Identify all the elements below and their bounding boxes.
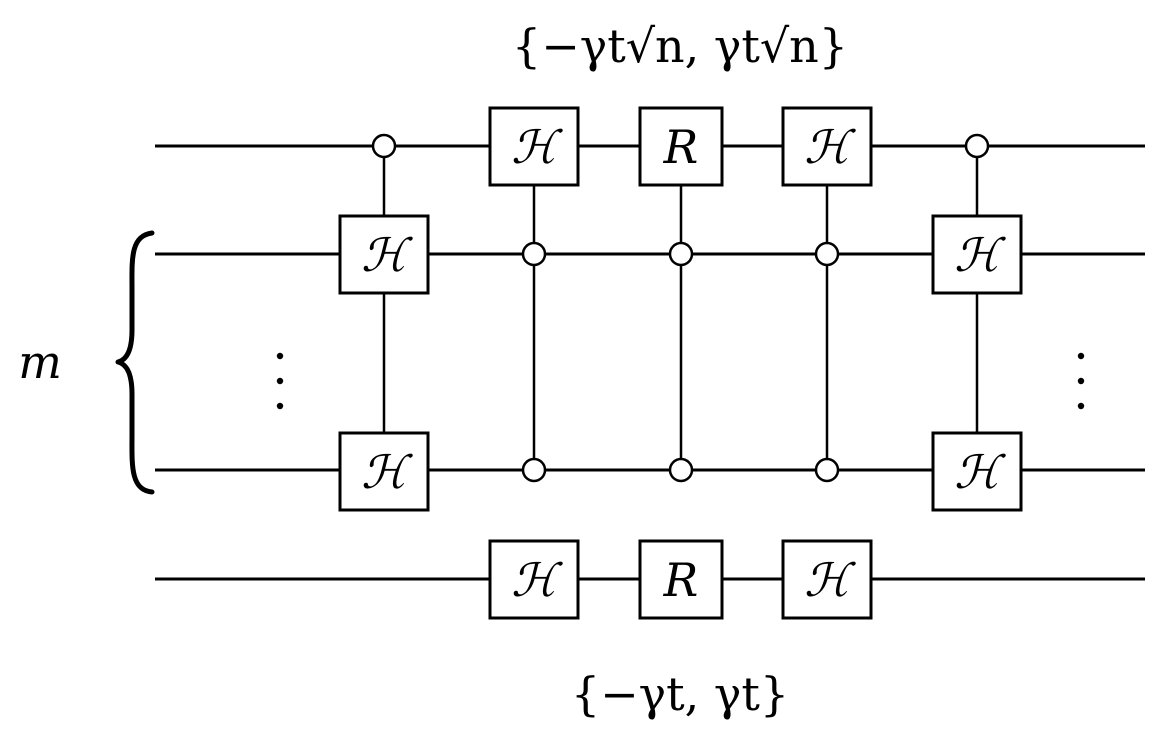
svg-text:R: R bbox=[663, 120, 699, 174]
control-dot bbox=[668, 457, 694, 483]
control-dot bbox=[521, 241, 547, 267]
bottom-set-label: {−γt, γt} bbox=[571, 667, 789, 721]
gate-h-register-last-right: ℋ bbox=[931, 431, 1023, 512]
gate-h-bottom-second: ℋ bbox=[781, 539, 873, 620]
register-brace bbox=[115, 230, 155, 495]
svg-text:ℋ: ℋ bbox=[954, 445, 1006, 499]
svg-text:ℋ: ℋ bbox=[361, 228, 413, 282]
vertical-ellipsis-right bbox=[1077, 352, 1085, 410]
gate-r-top: R bbox=[638, 106, 724, 187]
svg-text:ℋ: ℋ bbox=[804, 120, 856, 174]
control-dot-top-right bbox=[964, 133, 990, 159]
gate-h-register-first-right: ℋ bbox=[931, 214, 1023, 295]
svg-text:ℋ: ℋ bbox=[804, 553, 856, 607]
svg-text:ℋ: ℋ bbox=[954, 228, 1006, 282]
control-dot bbox=[814, 457, 840, 483]
gate-r-bottom: R bbox=[638, 539, 724, 620]
gate-h-register-first-left: ℋ bbox=[338, 214, 430, 295]
svg-text:ℋ: ℋ bbox=[361, 445, 413, 499]
gate-h-register-last-left: ℋ bbox=[338, 431, 430, 512]
svg-text:R: R bbox=[663, 553, 699, 607]
control-dot bbox=[521, 457, 547, 483]
vertical-ellipsis-left bbox=[276, 352, 284, 410]
control-dot bbox=[668, 241, 694, 267]
gate-h-top-second: ℋ bbox=[781, 106, 873, 187]
top-set-label: {−γt√n, γt√n} bbox=[512, 19, 848, 73]
control-dot bbox=[814, 241, 840, 267]
svg-text:ℋ: ℋ bbox=[511, 553, 563, 607]
register-size-label: m bbox=[18, 335, 62, 389]
gate-h-top-first: ℋ bbox=[488, 106, 580, 187]
control-dot-top-left bbox=[371, 133, 397, 159]
svg-text:ℋ: ℋ bbox=[511, 120, 563, 174]
gate-h-bottom-first: ℋ bbox=[488, 539, 580, 620]
